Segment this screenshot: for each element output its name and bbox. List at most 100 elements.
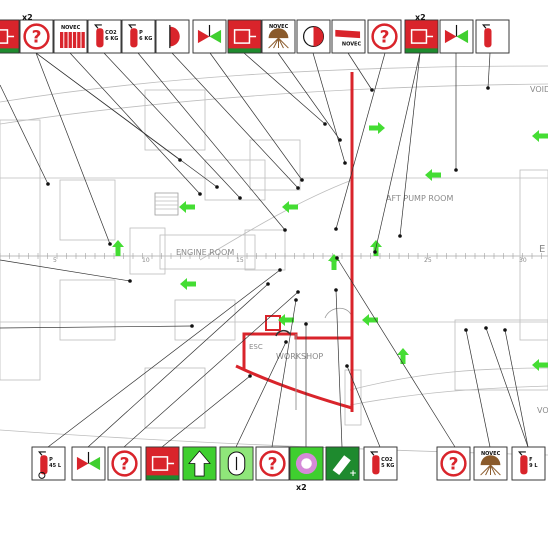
leader-dot xyxy=(296,290,300,294)
leader-dot xyxy=(334,288,338,292)
escape-arrow-up xyxy=(112,240,124,256)
leader-dot xyxy=(334,227,338,231)
multiplier-top-left: x2 xyxy=(22,13,33,22)
leader-dots xyxy=(46,86,507,378)
svg-text:NOVEC: NOVEC xyxy=(269,24,289,30)
fire-hose-reel-icon xyxy=(227,19,262,54)
leader-dot xyxy=(266,282,270,286)
svg-text:45 L: 45 L xyxy=(49,463,62,469)
shutoff-valve-icon xyxy=(439,19,474,54)
svg-text:6 KG: 6 KG xyxy=(105,36,118,42)
svg-text:CO2: CO2 xyxy=(381,457,393,463)
escape-arrows xyxy=(112,122,548,371)
novec-nozzle-icon: NOVEC xyxy=(261,19,296,54)
leader-dot xyxy=(190,324,194,328)
leader-dot xyxy=(283,228,287,232)
leader-dot xyxy=(300,178,304,182)
leader-dot xyxy=(278,268,282,272)
leader-dot xyxy=(128,279,132,283)
leader-dot xyxy=(198,192,202,196)
leader-dot xyxy=(323,122,327,126)
svg-text:NOVEC: NOVEC xyxy=(481,451,501,457)
escape-arrow-right xyxy=(369,122,385,134)
svg-text:NOVEC: NOVEC xyxy=(61,25,81,31)
svg-text:CO2: CO2 xyxy=(105,30,117,36)
fire-main-icon xyxy=(0,19,20,54)
leader-dot xyxy=(370,88,374,92)
svg-text:?: ? xyxy=(380,28,390,48)
svg-text:?: ? xyxy=(449,455,459,475)
escape-arrow-left xyxy=(282,201,298,213)
shutoff-valve-icon xyxy=(192,19,227,54)
question-icon: ? xyxy=(436,446,471,481)
edge-label: E xyxy=(539,244,545,255)
leader-dot xyxy=(345,364,349,368)
foam-extinguisher-icon: F9 L xyxy=(511,446,546,481)
leader-dot xyxy=(296,186,300,190)
svg-text:?: ? xyxy=(268,455,278,475)
escape-arrow-left xyxy=(278,314,294,326)
leader-dot xyxy=(464,328,468,332)
leader-dot xyxy=(454,168,458,172)
hull-drawing xyxy=(0,65,548,456)
frame-number-30: 30 xyxy=(519,257,527,264)
leader-lines xyxy=(0,52,529,448)
escape-arrow-up xyxy=(397,348,409,364)
escape-arrow-left xyxy=(179,201,195,213)
leader-dot xyxy=(484,326,488,330)
leader-dot xyxy=(503,328,507,332)
leader-dot xyxy=(178,158,182,162)
novec-cylinder-icon: NOVEC xyxy=(331,19,366,54)
void-label-bottom: VOI xyxy=(537,406,548,415)
fire-hose-reel-icon xyxy=(145,446,180,481)
question-icon: ? xyxy=(367,19,402,54)
novec-nozzle-icon: NOVEC xyxy=(473,446,508,481)
escape-arrow-left xyxy=(362,314,378,326)
escape-route-up-icon xyxy=(182,446,217,481)
frame-number-10: 10 xyxy=(142,257,150,264)
fire-hose-reel-icon xyxy=(404,19,439,54)
aft-pump-room-label: AFT PUMP ROOM xyxy=(386,194,453,203)
multiplier-bottom: x2 xyxy=(296,483,307,492)
leader-dot xyxy=(304,322,308,326)
multiplier-top-right: x2 xyxy=(415,13,426,22)
escape-arrow-left xyxy=(532,130,548,142)
leader-dot xyxy=(284,340,288,344)
shutoff-valve-icon xyxy=(71,446,106,481)
leader-dot xyxy=(398,234,402,238)
workshop-hatch xyxy=(265,315,281,331)
question-icon: ? xyxy=(255,446,290,481)
svg-text:P: P xyxy=(49,457,53,463)
fire-boundary xyxy=(235,72,354,412)
fire-pump-icon xyxy=(296,19,331,54)
question-icon: ? xyxy=(107,446,142,481)
fire-damper-icon xyxy=(155,19,190,54)
escape-hatch-icon xyxy=(219,446,254,481)
svg-text:P: P xyxy=(139,30,143,36)
svg-text:9 L: 9 L xyxy=(529,463,538,469)
svg-text:F: F xyxy=(529,457,532,463)
leader-dot xyxy=(294,298,298,302)
svg-text:6 KG: 6 KG xyxy=(139,36,152,42)
question-icon: ? xyxy=(19,19,54,54)
leader-dot xyxy=(215,185,219,189)
svg-text:?: ? xyxy=(32,28,42,48)
svg-text:?: ? xyxy=(120,455,130,475)
first-aid-icon: + xyxy=(325,446,360,481)
leader-dot xyxy=(248,374,252,378)
leader-dot xyxy=(486,86,490,90)
leader-dot xyxy=(46,182,50,186)
leader-dot xyxy=(335,256,339,260)
engine-room-label: ENGINE ROOM xyxy=(176,248,234,257)
leader-dot xyxy=(238,196,242,200)
novec-system-icon: NOVEC xyxy=(53,19,88,54)
workshop-door-arc xyxy=(275,330,291,337)
esc-label: ESC xyxy=(249,343,263,351)
extinguisher-icon xyxy=(475,19,510,54)
void-label-top: VOID xyxy=(530,85,548,94)
leader-dot xyxy=(373,250,377,254)
